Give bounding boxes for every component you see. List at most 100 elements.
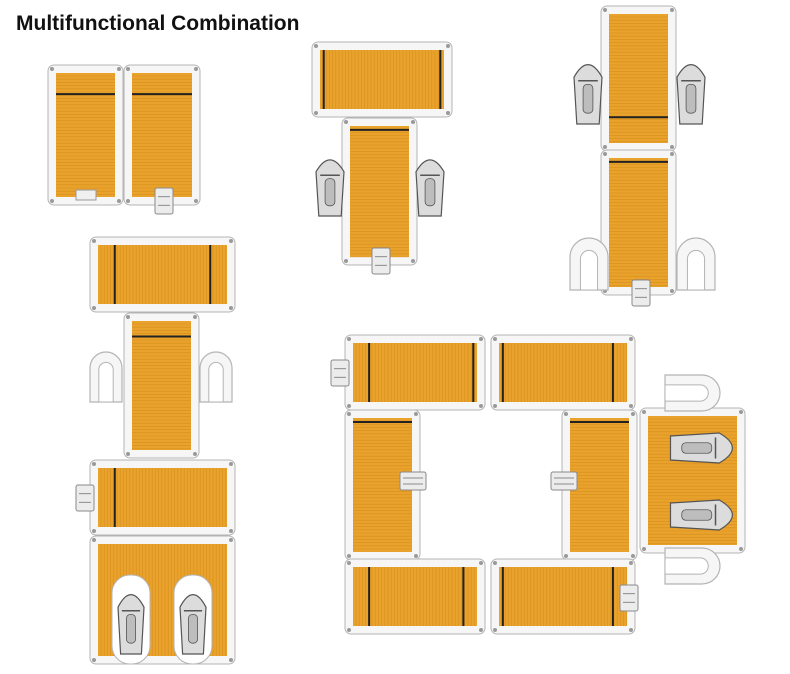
config-square-ring — [330, 334, 746, 635]
bolt — [642, 410, 646, 414]
cleat-plate — [75, 189, 97, 201]
bolt — [670, 145, 674, 149]
jetski-icon — [315, 159, 345, 217]
config-t-dock — [311, 41, 453, 275]
bolt — [631, 412, 635, 416]
ladder-bracket — [75, 484, 95, 512]
bolt — [493, 561, 497, 565]
deck-planks — [355, 567, 475, 626]
port-slot — [686, 249, 706, 291]
deck-planks — [355, 343, 475, 402]
bolt — [92, 658, 96, 662]
ladder-bracket — [154, 187, 174, 215]
drive-on-port — [664, 374, 721, 412]
bolt — [347, 554, 351, 558]
bolt — [603, 8, 607, 12]
float-module — [341, 117, 418, 266]
bolt — [50, 199, 54, 203]
bolt — [347, 404, 351, 408]
ladder-plate — [399, 471, 427, 491]
bolt — [229, 462, 233, 466]
config-double-ports — [569, 5, 716, 307]
jetski-seat — [681, 509, 713, 521]
jetski-seat — [582, 84, 594, 114]
bolt — [314, 44, 318, 48]
deck-surface — [609, 158, 668, 287]
bolt — [117, 199, 121, 203]
diagram-title: Multifunctional Combination — [16, 12, 300, 35]
bolt — [670, 289, 674, 293]
jetski-seat — [324, 178, 336, 207]
deck-surface — [132, 321, 191, 450]
jetski-icon — [117, 594, 145, 655]
bolt — [493, 404, 497, 408]
ladder-bracket — [550, 471, 578, 491]
bolt — [629, 561, 633, 565]
bolt — [194, 199, 198, 203]
deck-planks — [353, 420, 412, 550]
bolt — [92, 239, 96, 243]
deck-surface — [98, 245, 227, 304]
bolt — [347, 412, 351, 416]
ladder-plate — [371, 247, 391, 275]
jetski-icon — [669, 499, 733, 531]
float-module — [561, 409, 638, 561]
bolt — [739, 410, 743, 414]
bolt — [347, 337, 351, 341]
bolt — [229, 658, 233, 662]
port-slot — [579, 249, 599, 291]
deck-planks — [56, 75, 115, 195]
ladder-bracket — [631, 279, 651, 307]
config-two-floats — [47, 64, 201, 215]
bolt — [347, 628, 351, 632]
float-module — [490, 334, 636, 411]
ladder-plate — [75, 484, 95, 512]
ladder-bracket — [371, 247, 391, 275]
jetski-icon — [179, 594, 207, 655]
jetski-seat — [188, 614, 198, 644]
float-module — [600, 149, 677, 296]
bolt — [126, 199, 130, 203]
deck-surface — [320, 50, 444, 109]
bolt — [411, 259, 415, 263]
bolt — [629, 404, 633, 408]
jetski-icon — [573, 64, 603, 125]
bolt — [126, 67, 130, 71]
ladder-plate — [154, 187, 174, 215]
jetski-seat — [681, 442, 713, 454]
bolt — [92, 529, 96, 533]
ladder-bracket — [619, 584, 639, 612]
float-module — [490, 558, 636, 635]
bolt — [193, 452, 197, 456]
jetski-icon — [676, 64, 706, 125]
bolt — [629, 628, 633, 632]
bolt — [493, 628, 497, 632]
drive-on-port — [199, 351, 233, 403]
bolt — [229, 306, 233, 310]
port-slot — [98, 361, 114, 403]
bolt — [92, 538, 96, 542]
ladder-plate — [631, 279, 651, 307]
bolt — [92, 306, 96, 310]
bolt — [479, 561, 483, 565]
bolt — [347, 561, 351, 565]
bolt — [629, 337, 633, 341]
bolt — [642, 547, 646, 551]
float-module — [600, 5, 677, 152]
deck-planks — [132, 75, 192, 195]
bolt — [344, 259, 348, 263]
bolt — [631, 554, 635, 558]
drive-on-port — [664, 547, 721, 585]
bolt — [739, 547, 743, 551]
ladder-plate — [330, 359, 350, 387]
deck-surface — [353, 567, 477, 626]
ladder-bracket — [330, 359, 350, 387]
bolt — [564, 554, 568, 558]
port-slot — [208, 361, 224, 403]
bolt — [603, 152, 607, 156]
float-module — [123, 312, 200, 459]
deck-planks — [501, 343, 628, 402]
bolt — [117, 67, 121, 71]
deck-surface — [609, 14, 668, 143]
